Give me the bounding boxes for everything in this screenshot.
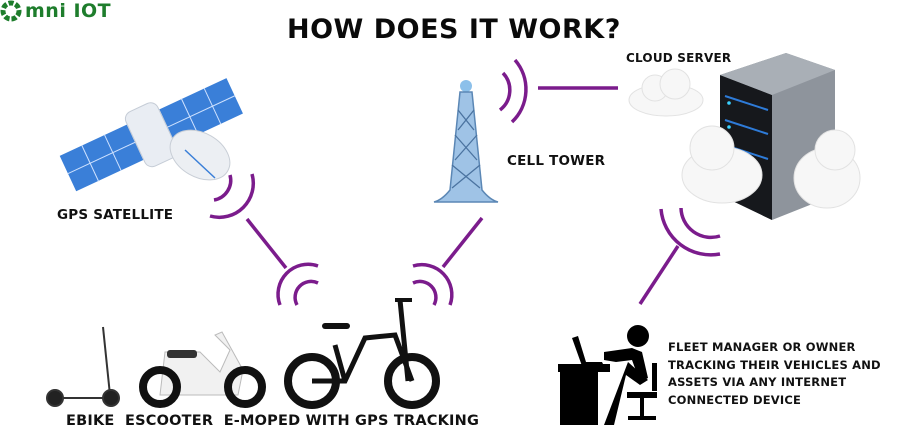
cloud-icon [628,68,861,209]
person-at-desk-icon [558,325,657,425]
logo-text: mni IOT [25,0,112,22]
kick-scooter-icon [46,326,120,407]
brand-logo: mni IOT [0,0,900,22]
moped-icon [139,331,266,408]
tower-label: CELL TOWER [507,153,606,169]
fleet-manager-label: FLEET MANAGER OR OWNER TRACKING THEIR VE… [668,340,881,407]
page-title: HOW DOES IT WORK? [287,14,621,45]
aperture-o-icon [0,0,22,22]
cell-tower-icon [433,80,499,203]
vehicles-label: EBIKE ESCOOTER E-MOPED WITH GPS TRACKING [66,413,480,429]
satellite-icon [58,76,245,193]
cloud-label: CLOUD SERVER [626,51,732,65]
link-satellite-vehicle [245,217,288,270]
satellite-label: GPS SATELLITE [57,207,174,223]
ebike-icon [284,298,440,409]
link-cloud-manager [638,245,680,305]
link-tower-vehicle [441,216,484,269]
